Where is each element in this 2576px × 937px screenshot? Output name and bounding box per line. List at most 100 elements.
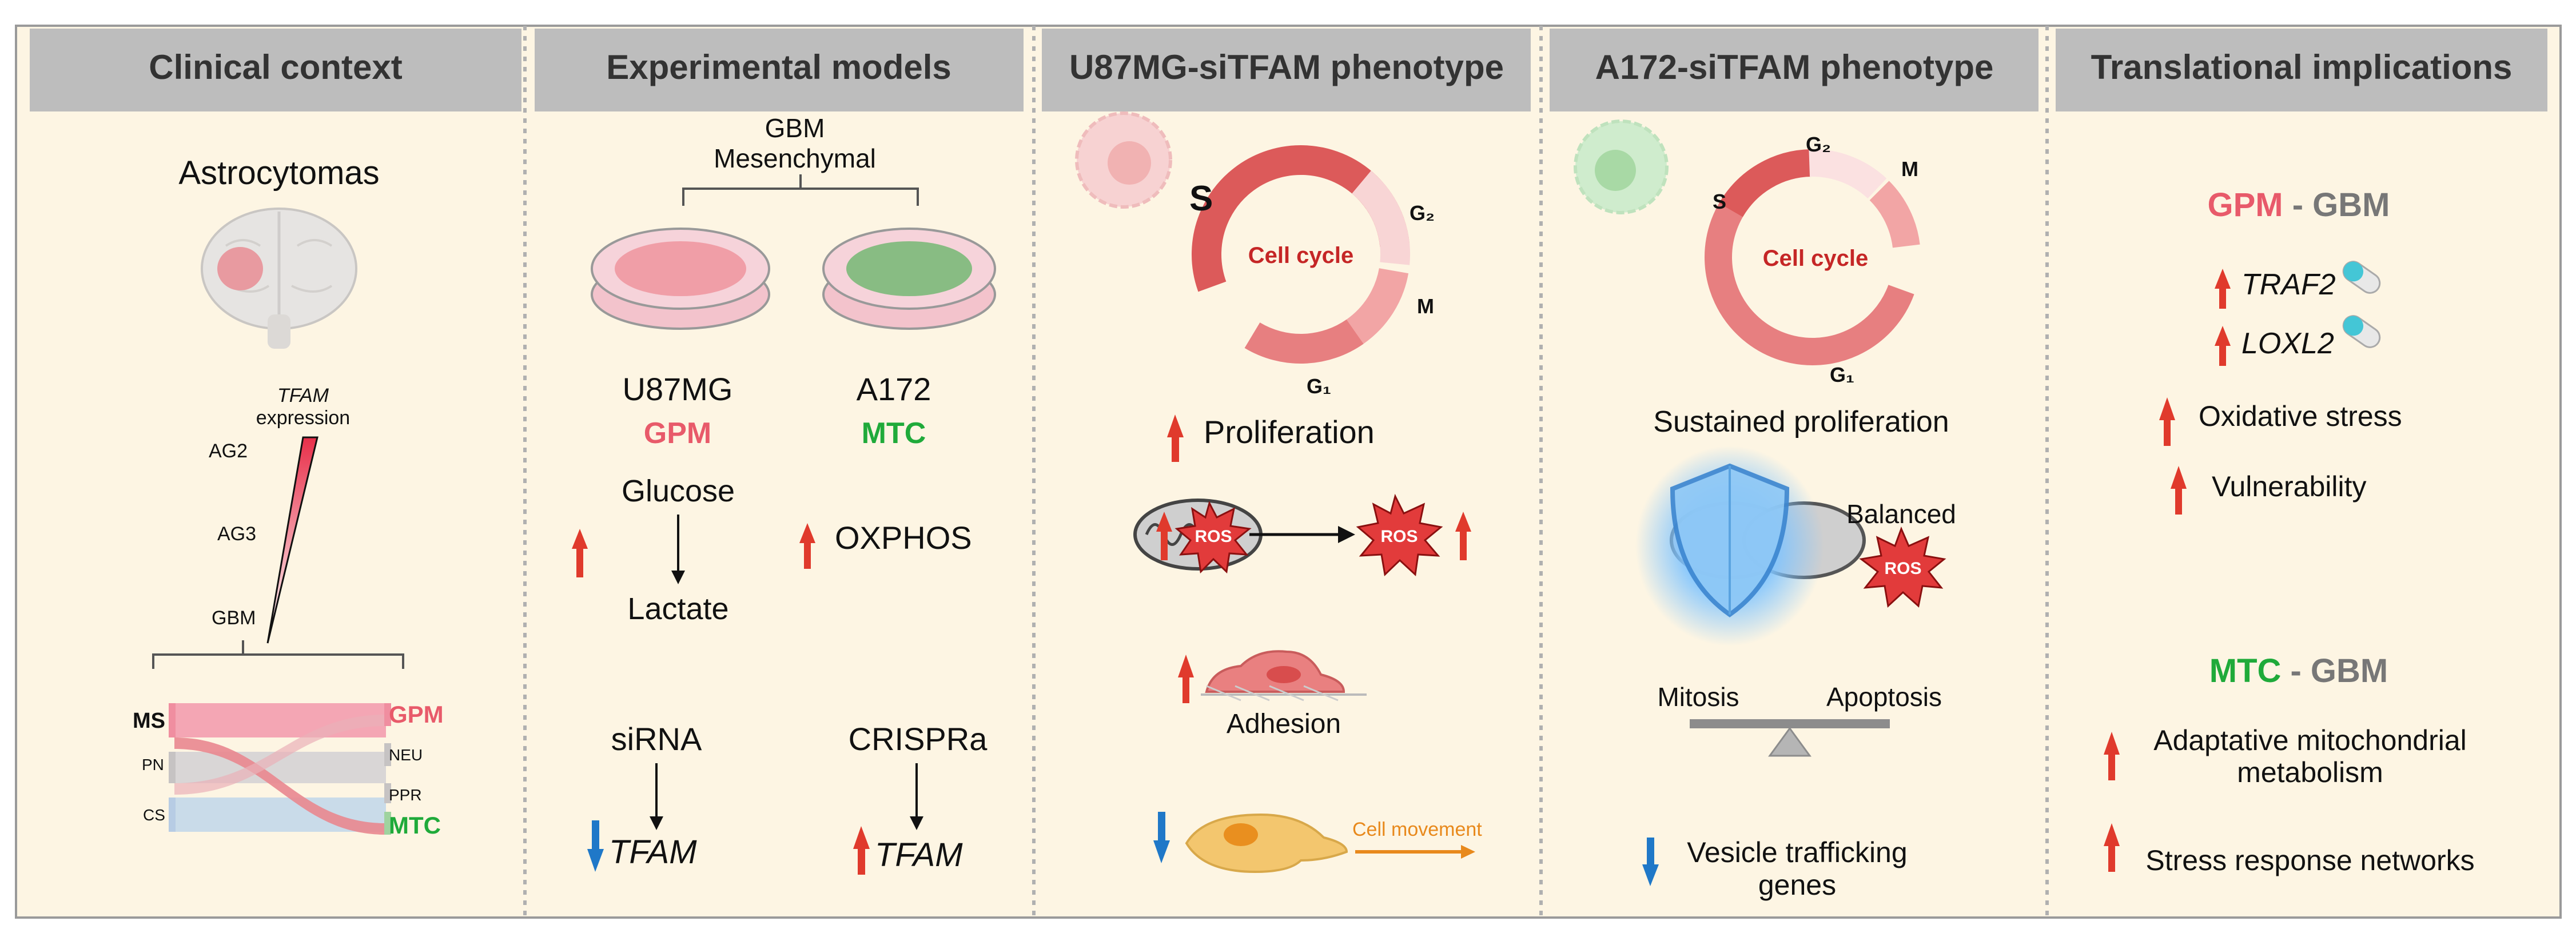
astrocytomas-label: Astrocytomas (178, 154, 379, 192)
gbm-title-part-1: - GBM (2283, 186, 2390, 224)
up-arrow-adhesion (1178, 655, 1194, 703)
header-models (535, 29, 1024, 111)
u87-petri-dish (591, 228, 770, 330)
balanced-label: Balanced (1846, 499, 1956, 529)
up-arrow-stress-response (2104, 823, 2120, 872)
u87-phase-g1: G₁ (1307, 374, 1331, 398)
subtype-sankey (169, 703, 391, 835)
oxidative-stress-label: Oxidative stress (2199, 400, 2402, 432)
a172-ros-label: ROS (1884, 559, 1921, 578)
a172-ros-burst (1859, 526, 1946, 608)
up-arrow-loxl2 (2215, 326, 2231, 366)
subtype-neu: NEU (389, 746, 423, 764)
panel-a172: Cell cycle G₂ M S G₁ Sustained prolifera… (1574, 119, 1956, 901)
u87-cell-cycle-ring (1192, 145, 1410, 364)
subtype-ppr: PPR (389, 786, 422, 804)
subtype-gpm: GPM (389, 701, 444, 728)
u87-ros-burst-2 (1356, 493, 1443, 577)
sirna-tfam-label: TFAM (609, 834, 697, 871)
panel-headers: Clinical context Experimental models U87… (30, 29, 2547, 111)
down-arrow-vesicle (1642, 838, 1659, 886)
u87-phase-s: S (1189, 179, 1213, 218)
up-arrow-proliferation (1167, 414, 1184, 462)
stress-response-label: Stress response networks (2145, 844, 2474, 876)
mtc-gbm-title: MTC - GBM (2209, 652, 2388, 689)
header-u87-text: U87MG-siTFAM phenotype (1069, 48, 1504, 86)
header-a172 (1550, 29, 2038, 111)
a172-cell-icon (1574, 119, 1669, 214)
loxl2-label: LOXL2 (2241, 327, 2334, 360)
header-clinical (30, 29, 521, 111)
proliferation-label: Proliferation (1204, 414, 1375, 450)
cell-movement-label: Cell movement (1352, 819, 1482, 840)
header-clinical-text: Clinical context (149, 48, 402, 86)
gpm-gbm-title: GPM - GBM (2208, 186, 2390, 224)
lactate-label: Lactate (627, 592, 728, 626)
panel-u87: Cell cycle S G₂ M G₁ Proliferation ROS R… (1075, 111, 1482, 874)
crispra-label: CRISPRa (849, 721, 988, 757)
u87mg-label: U87MG (623, 371, 733, 407)
vesicle-label-1: Vesicle trafficking (1687, 836, 1907, 868)
gbm-label: GBM (212, 607, 256, 629)
column-separators (523, 26, 2049, 918)
mtc-model-label: MTC (862, 417, 926, 450)
up-arrow-tfam (853, 826, 870, 875)
up-arrow-oxidative (2159, 397, 2175, 446)
up-arrow-adaptative (2104, 732, 2120, 780)
ag2-label: AG2 (209, 440, 248, 462)
panel-models: GBM Mesenchymal U87MG GPM A172 MTC Gluco… (572, 113, 996, 875)
u87-ros-label-1: ROS (1195, 527, 1232, 546)
a172-cell-cycle-label: Cell cycle (1763, 246, 1869, 271)
shield-icon (1635, 446, 1824, 646)
a172-phase-s: S (1713, 190, 1726, 213)
gpm-title-part: GPM (2208, 186, 2283, 224)
adhesion-cell-icon (1201, 650, 1367, 701)
gbm-title-part-2: - GBM (2281, 652, 2388, 689)
a172-label: A172 (857, 371, 931, 407)
cell-movement-arrowhead (1461, 845, 1475, 859)
panel-translational: GPM - GBM TRAF2 LOXL2 Oxidative stress (2104, 186, 2475, 876)
down-arrow-tfam (587, 820, 604, 872)
adaptative-label-2: metabolism (2237, 756, 2383, 788)
traf2-label: TRAF2 (2241, 268, 2336, 301)
adhesion-label: Adhesion (1227, 709, 1341, 739)
header-models-text: Experimental models (606, 48, 951, 86)
oxphos-label: OXPHOS (835, 520, 972, 556)
a172-phase-g2: G₂ (1806, 133, 1831, 156)
up-arrow-traf2 (2215, 269, 2231, 309)
header-u87 (1042, 29, 1531, 111)
down-arrow-movement (1153, 812, 1170, 863)
tfam-label: TFAM (277, 385, 329, 406)
vulnerability-label: Vulnerability (2212, 471, 2367, 503)
a172-petri-dish (822, 228, 996, 330)
adaptative-label-1: Adaptative mitochondrial (2153, 724, 2467, 756)
crispra-tfam-label: TFAM (875, 836, 963, 874)
tfam-expression-wedge (266, 436, 318, 644)
up-arrow-ros (1156, 512, 1471, 560)
brain-icon (201, 208, 357, 349)
header-a172-text: A172-siTFAM phenotype (1595, 48, 1994, 86)
vesicle-label-2: genes (1758, 869, 1836, 901)
sirna-label: siRNA (611, 721, 702, 757)
header-translational-text: Translational implications (2091, 48, 2513, 86)
gpm-model-label: GPM (644, 417, 711, 450)
apoptosis-label: Apoptosis (1826, 682, 1942, 712)
mitosis-label: Mitosis (1657, 682, 1739, 712)
up-arrow-vulnerability (2171, 466, 2187, 515)
expression-label: expression (256, 407, 350, 429)
up-arrow-glycolysis (572, 529, 588, 577)
u87-phase-m: M (1417, 294, 1434, 318)
a172-phase-g1: G₁ (1830, 363, 1854, 386)
a172-phase-m: M (1901, 157, 1918, 181)
mtc-title-part: MTC (2209, 652, 2282, 689)
panel-clinical: Astrocytomas TFAM expression AG2 AG3 GBM (133, 154, 444, 839)
mesenchymal-label: Mesenchymal (714, 143, 876, 173)
gbm-model-label: GBM (765, 113, 825, 143)
pill-icon-loxl2 (2342, 315, 2381, 348)
subtype-mtc: MTC (389, 812, 441, 839)
up-arrow-oxphos (799, 523, 815, 569)
ag3-label: AG3 (217, 523, 256, 545)
u87-ros-burst-1 (1174, 500, 1252, 574)
subtype-pn: PN (142, 756, 164, 773)
